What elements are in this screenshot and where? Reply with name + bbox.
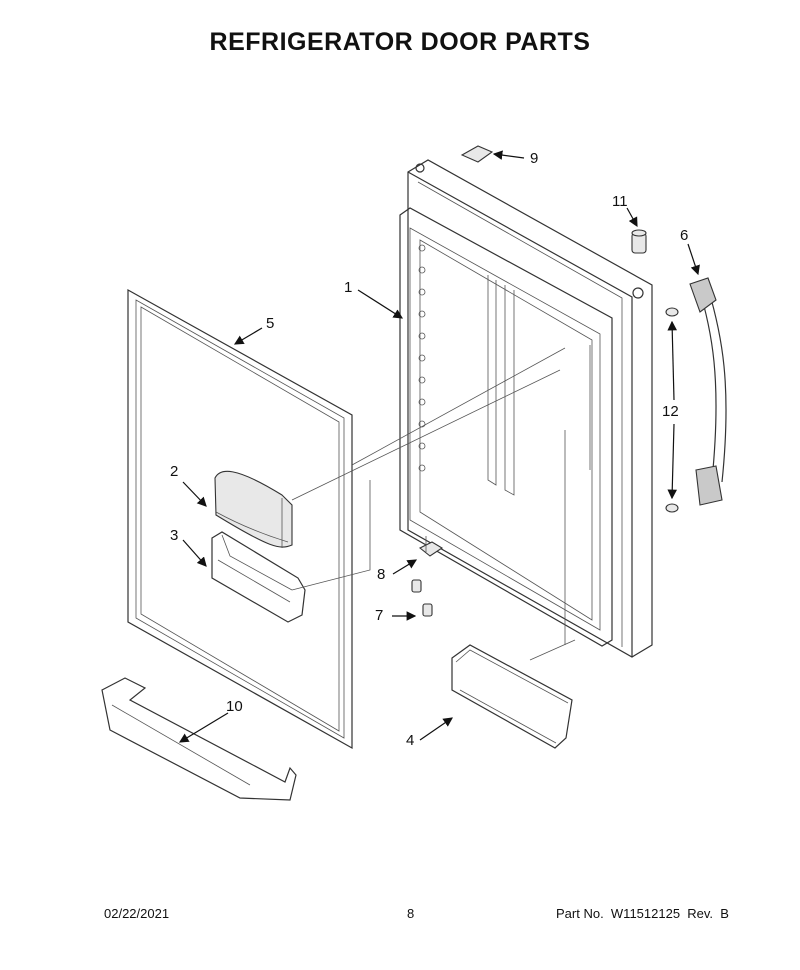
door-handle-part bbox=[689, 277, 727, 506]
callout-4: 4 bbox=[406, 732, 414, 749]
callout-11: 11 bbox=[612, 193, 628, 210]
dispenser-tray-part bbox=[211, 531, 306, 623]
callout-8: 8 bbox=[377, 566, 385, 583]
callout-arrows bbox=[178, 150, 700, 743]
hinge-bushing-part bbox=[631, 229, 647, 254]
bottom-bin-part bbox=[101, 677, 297, 801]
handle-screws-part bbox=[665, 307, 679, 513]
callout-2: 2 bbox=[170, 463, 178, 480]
footer-page-number: 8 bbox=[407, 906, 415, 921]
hinge-bracket-part bbox=[418, 541, 444, 557]
page-title: REFRIGERATOR DOOR PARTS bbox=[209, 28, 591, 56]
shelf-clip-row bbox=[418, 244, 426, 472]
grommet-part bbox=[460, 145, 494, 163]
assembly-lines bbox=[291, 347, 576, 661]
callout-3: 3 bbox=[170, 527, 178, 544]
callout-12: 12 bbox=[662, 403, 679, 420]
door-gasket-part bbox=[127, 288, 353, 750]
screws-part bbox=[411, 579, 433, 617]
callout-9: 9 bbox=[530, 150, 538, 167]
footer-part-number: Part No. W11512125 Rev. B bbox=[556, 906, 729, 921]
callout-1: 1 bbox=[344, 279, 352, 296]
callout-10: 10 bbox=[226, 698, 243, 715]
door-frame-part bbox=[399, 159, 653, 658]
callout-7: 7 bbox=[375, 607, 383, 624]
callout-5: 5 bbox=[266, 315, 274, 332]
callout-6: 6 bbox=[680, 227, 688, 244]
footer-date: 02/22/2021 bbox=[104, 906, 170, 921]
door-bin-part bbox=[451, 644, 573, 749]
dispenser-cover-part bbox=[214, 470, 293, 548]
